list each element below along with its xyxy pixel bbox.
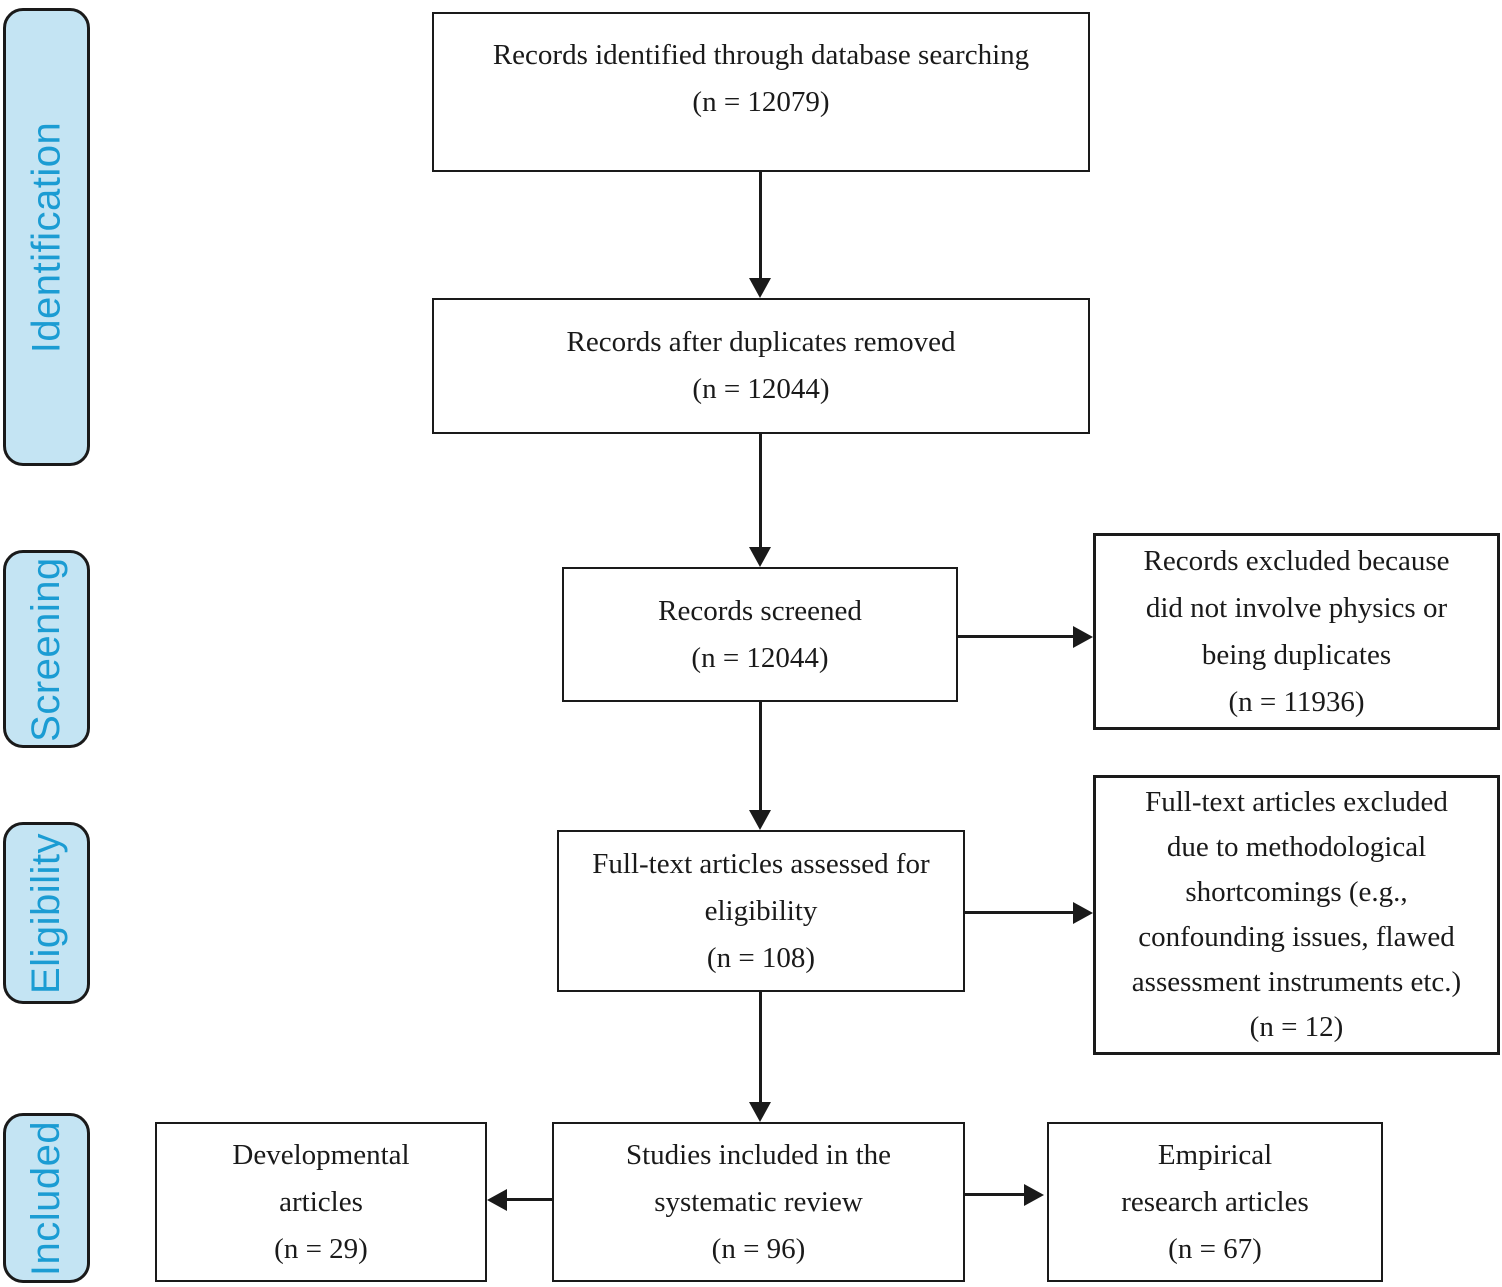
arrow-duplicates-to-screened-head — [749, 547, 771, 567]
stage-label-eligibility: Eligibility — [3, 822, 90, 1004]
box-records-screened: Records screened (n = 12044) — [562, 567, 958, 702]
box-text-line: Developmental — [232, 1138, 410, 1171]
arrow-screened-to-fulltext-head — [749, 810, 771, 830]
box-text-line: Records after duplicates removed — [566, 326, 956, 358]
box-text-line: Records identified through database sear… — [492, 39, 1030, 71]
arrow-screened-to-excluded-head — [1073, 626, 1093, 648]
box-text-line: (n = 12) — [1249, 1011, 1344, 1043]
arrow-fulltext-to-excluded-line — [965, 911, 1075, 914]
box-text-line: eligibility — [704, 894, 818, 927]
box-text-line: (n = 12079) — [692, 86, 830, 118]
box-text-line: (n = 11936) — [1228, 685, 1365, 718]
box-empirical-articles: Empirical research articles (n = 67) — [1047, 1122, 1383, 1282]
box-text-line: articles — [279, 1185, 363, 1218]
stage-label-screening: Screening — [3, 550, 90, 748]
arrow-included-to-developmental-line — [505, 1198, 552, 1201]
arrow-fulltext-to-included-line — [759, 992, 762, 1104]
stage-label-identification: Identification — [3, 8, 90, 466]
box-text-line: Studies included in the — [626, 1138, 891, 1171]
box-text-line: Full-text articles excluded — [1145, 786, 1448, 818]
arrow-fulltext-to-excluded-head — [1073, 902, 1093, 924]
arrow-included-to-empirical-line — [965, 1193, 1027, 1196]
arrow-screened-to-fulltext-line — [759, 702, 762, 812]
box-text-line: Empirical — [1157, 1138, 1273, 1171]
box-text-line: systematic review — [654, 1185, 863, 1218]
box-fulltext-assessed: Full-text articles assessed for eligibil… — [557, 830, 965, 992]
arrow-included-to-developmental-head — [487, 1189, 507, 1211]
arrow-included-to-empirical-head — [1024, 1184, 1044, 1206]
box-records-identified: Records identified through database sear… — [432, 12, 1090, 172]
stage-label-text: Identification — [24, 121, 68, 353]
arrow-identified-to-duplicates-line — [759, 172, 762, 280]
box-duplicates-removed: Records after duplicates removed (n = 12… — [432, 298, 1090, 434]
box-text-line: (n = 12044) — [691, 641, 829, 674]
box-text-line: (n = 12044) — [692, 373, 830, 405]
box-text-line: (n = 67) — [1168, 1232, 1262, 1265]
box-text-line: Full-text articles assessed for — [592, 847, 930, 880]
box-text-line: (n = 29) — [274, 1232, 368, 1265]
box-records-excluded: Records excluded because did not involve… — [1093, 533, 1500, 730]
box-text-line: research articles — [1121, 1185, 1309, 1218]
box-text-line: did not involve physics or — [1145, 591, 1448, 624]
box-text-line: shortcomings (e.g., — [1185, 876, 1408, 908]
box-text-line: assessment instruments etc.) — [1131, 966, 1462, 998]
box-text-line: Records screened — [658, 594, 862, 627]
arrow-fulltext-to-included-head — [749, 1102, 771, 1122]
box-developmental-articles: Developmental articles (n = 29) — [155, 1122, 487, 1282]
stage-label-text: Screening — [24, 556, 68, 742]
box-studies-included: Studies included in the systematic revie… — [552, 1122, 965, 1282]
box-text-line: confounding issues, flawed — [1138, 921, 1455, 953]
box-text-line: due to methodological — [1166, 831, 1427, 863]
box-text-line: Records excluded because — [1143, 544, 1450, 577]
arrow-screened-to-excluded-line — [958, 635, 1075, 638]
arrow-identified-to-duplicates-head — [749, 278, 771, 298]
stage-label-text: Included — [24, 1120, 69, 1276]
stage-label-included: Included — [3, 1113, 90, 1283]
box-text-line: (n = 108) — [706, 941, 816, 974]
arrow-duplicates-to-screened-line — [759, 434, 762, 549]
box-text-line: being duplicates — [1201, 638, 1392, 671]
box-text-line: (n = 96) — [711, 1232, 806, 1265]
stage-label-text: Eligibility — [24, 832, 69, 994]
box-fulltext-excluded: Full-text articles excluded due to metho… — [1093, 775, 1500, 1055]
